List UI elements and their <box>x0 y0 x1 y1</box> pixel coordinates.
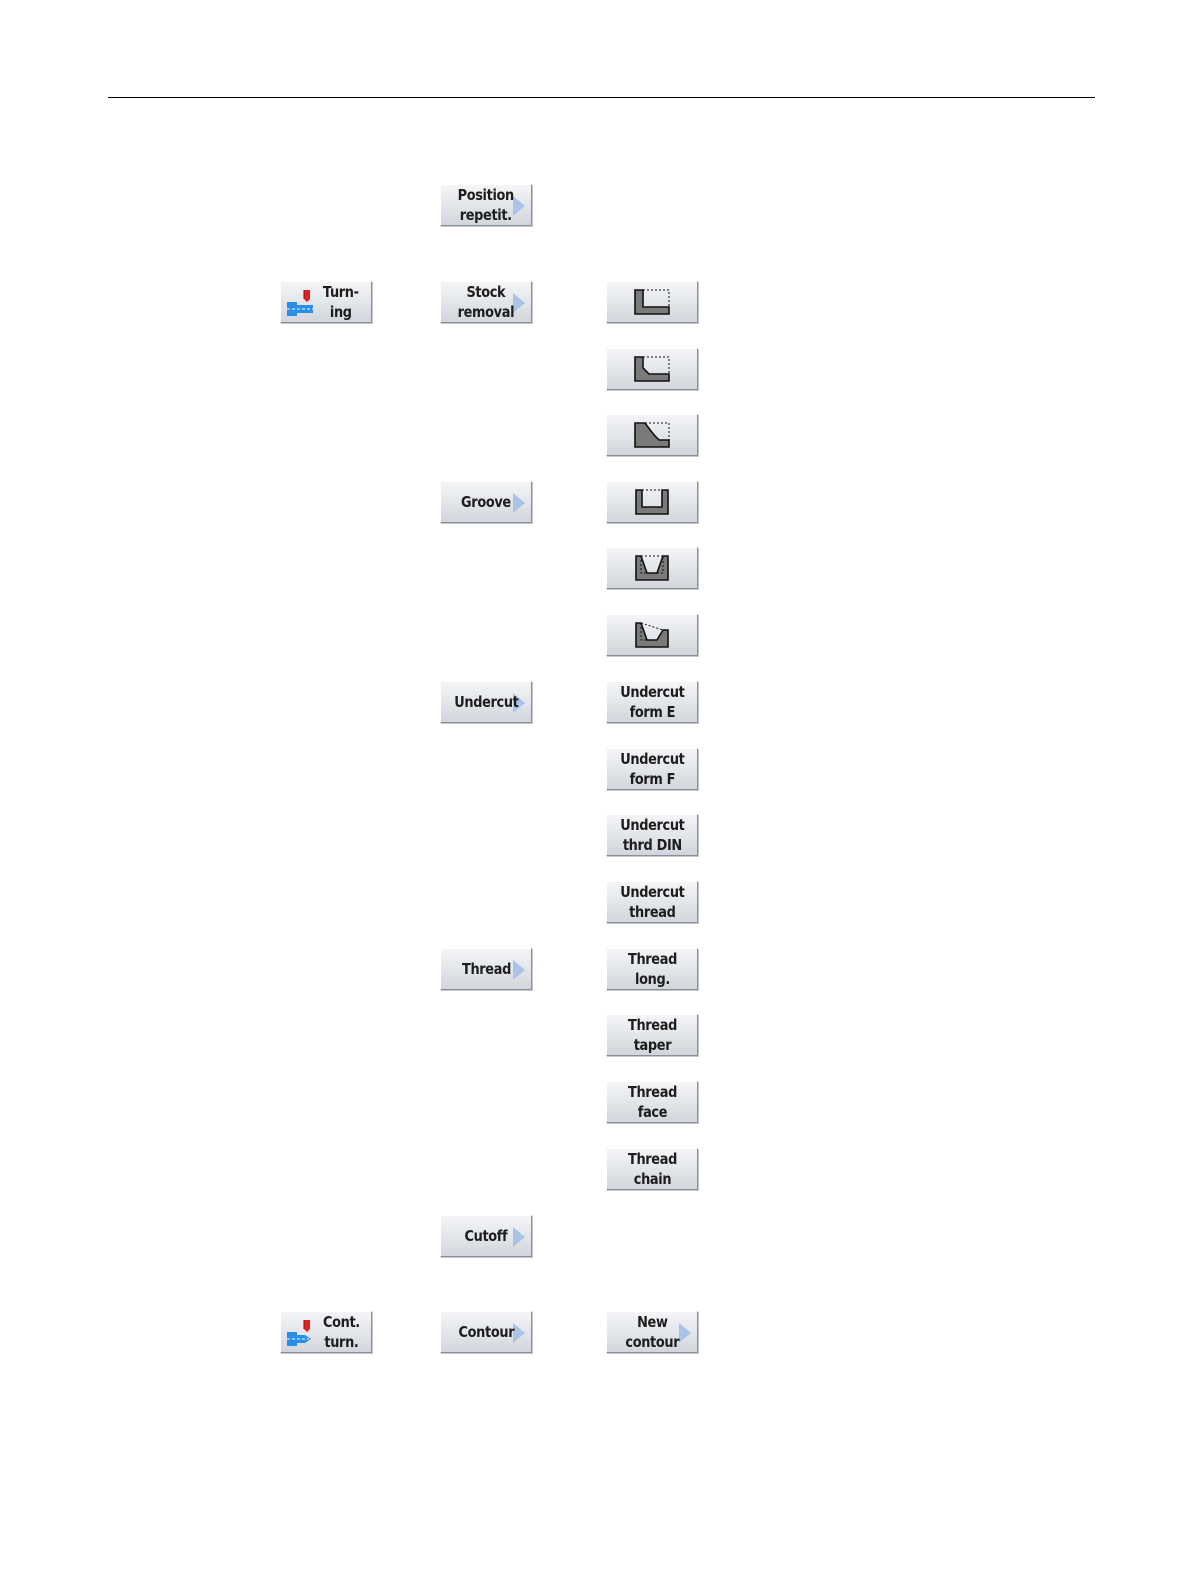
cutoff-label: Cutoff <box>465 1226 508 1246</box>
thread-label: Thread <box>462 959 511 979</box>
undercut-thrd-din-label: Undercut thrd DIN <box>620 815 684 855</box>
thread-long-label: Thread long. <box>628 949 677 989</box>
submenu-arrow-icon <box>513 960 525 980</box>
stock-removal-rectangular-icon <box>633 288 671 316</box>
undercut-label: Undercut <box>454 692 518 712</box>
groove-inclined-icon <box>633 554 671 582</box>
undercut-thread-button[interactable]: Undercut thread <box>606 881 698 923</box>
groove-rectangular-button[interactable] <box>606 481 698 523</box>
groove-label: Groove <box>461 492 511 512</box>
turning-label: Turn- ing <box>323 282 359 322</box>
submenu-arrow-icon <box>513 196 525 216</box>
thread-chain-label: Thread chain <box>628 1149 677 1189</box>
undercut-form-e-button[interactable]: Undercut form E <box>606 681 698 723</box>
thread-long-button[interactable]: Thread long. <box>606 948 698 990</box>
turning-button[interactable]: Turn- ing <box>280 281 372 323</box>
thread-chain-button[interactable]: Thread chain <box>606 1148 698 1190</box>
stock-removal-curved-icon <box>633 421 671 449</box>
lathe-tool-icon <box>285 285 317 319</box>
thread-face-label: Thread face <box>628 1082 677 1122</box>
position-repetit-button[interactable]: Position repetit. <box>440 184 532 226</box>
stock-removal-chamfer-button[interactable] <box>606 348 698 390</box>
stock-removal-chamfer-icon <box>633 355 671 383</box>
undercut-form-f-label: Undercut form F <box>620 749 684 789</box>
groove-button[interactable]: Groove <box>440 481 532 523</box>
cont-turn-label: Cont. turn. <box>323 1312 360 1352</box>
position-repetit-label: Position repetit. <box>458 185 514 225</box>
header-rule <box>108 97 1095 98</box>
stock-removal-rectangular-button[interactable] <box>606 281 698 323</box>
stock-removal-button[interactable]: Stock removal <box>440 281 532 323</box>
new-contour-label: New contour <box>625 1312 679 1352</box>
undercut-thrd-din-button[interactable]: Undercut thrd DIN <box>606 814 698 856</box>
thread-taper-label: Thread taper <box>628 1015 677 1055</box>
groove-inclined-skewed-icon <box>633 621 671 649</box>
submenu-arrow-icon <box>513 293 525 313</box>
contour-button[interactable]: Contour <box>440 1311 532 1353</box>
contour-lathe-tool-icon <box>285 1315 317 1349</box>
cutoff-button[interactable]: Cutoff <box>440 1215 532 1257</box>
stock-removal-label: Stock removal <box>458 282 515 322</box>
undercut-form-f-button[interactable]: Undercut form F <box>606 748 698 790</box>
stock-removal-curved-button[interactable] <box>606 414 698 456</box>
submenu-arrow-icon <box>513 1323 525 1343</box>
undercut-form-e-label: Undercut form E <box>620 682 684 722</box>
thread-face-button[interactable]: Thread face <box>606 1081 698 1123</box>
undercut-button[interactable]: Undercut <box>440 681 532 723</box>
submenu-arrow-icon <box>679 1323 691 1343</box>
groove-rectangular-icon <box>633 488 671 516</box>
new-contour-button[interactable]: New contour <box>606 1311 698 1353</box>
submenu-arrow-icon <box>513 1227 525 1247</box>
undercut-thread-label: Undercut thread <box>620 882 684 922</box>
groove-inclined-skewed-button[interactable] <box>606 614 698 656</box>
groove-inclined-button[interactable] <box>606 547 698 589</box>
contour-label: Contour <box>458 1322 514 1342</box>
thread-button[interactable]: Thread <box>440 948 532 990</box>
cont-turn-button[interactable]: Cont. turn. <box>280 1311 372 1353</box>
submenu-arrow-icon <box>513 493 525 513</box>
thread-taper-button[interactable]: Thread taper <box>606 1014 698 1056</box>
